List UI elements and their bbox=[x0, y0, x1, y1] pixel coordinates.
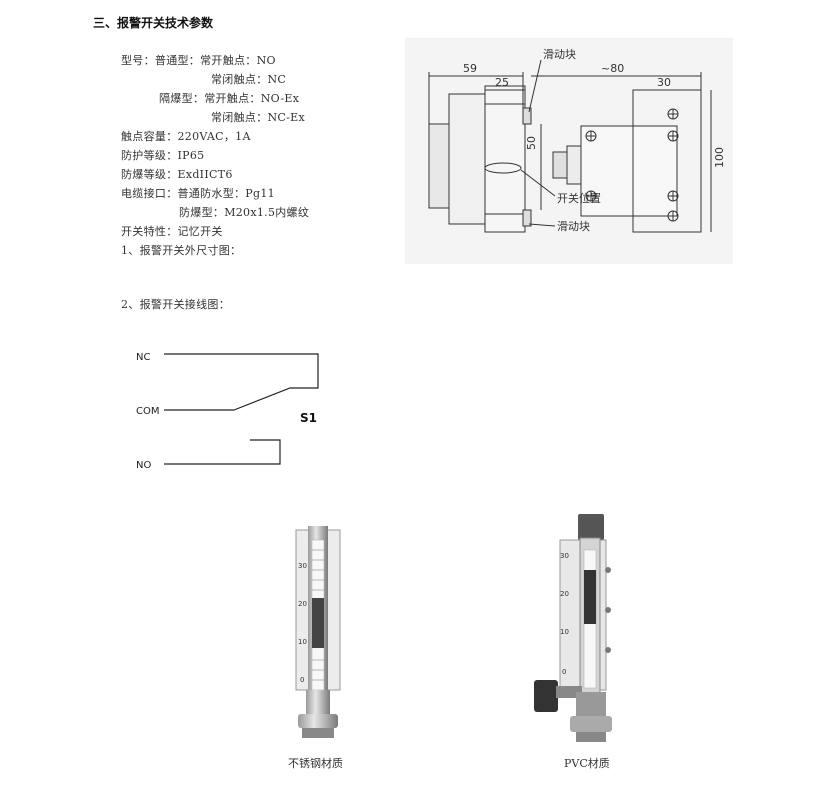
spec-capacity: 触点容量：220VAC，1A bbox=[121, 130, 251, 143]
spec-explosion-grade: 防爆等级：ExdIICT6 bbox=[121, 168, 233, 181]
left-scale-0: 0 bbox=[300, 676, 304, 684]
spec-explosion-no: 隔爆型：常开触点：NO-Ex bbox=[159, 92, 300, 105]
label-slider-top: 滑动块 bbox=[543, 48, 576, 61]
right-scale-20: 20 bbox=[560, 590, 569, 598]
left-scale-30: 30 bbox=[298, 562, 307, 570]
label-switch-position: 开关位置 bbox=[557, 191, 601, 205]
caption-stainless: 不锈钢材质 bbox=[288, 757, 343, 770]
right-scale-30: 30 bbox=[560, 552, 569, 560]
pvc-gauge-image: 30 20 10 0 bbox=[534, 514, 612, 742]
dim-80: ~80 bbox=[601, 62, 624, 75]
spec-cable-explosion: 防爆型：M20x1.5内螺纹 bbox=[179, 206, 310, 219]
right-scale-10: 10 bbox=[560, 628, 569, 636]
wire-nc: NC bbox=[136, 352, 150, 363]
spec-protection: 防护等级：IP65 bbox=[121, 149, 205, 162]
dim-59: 59 bbox=[463, 62, 477, 75]
dimension-drawing: 59 25 ~80 30 50 100 滑动块 开关位置 滑动块 bbox=[405, 38, 733, 264]
wiring-diagram: NC COM NO S1 bbox=[136, 352, 319, 471]
spec-switch-feature: 开关特性：记忆开关 bbox=[121, 225, 223, 238]
caption-pvc: PVC材质 bbox=[564, 757, 610, 770]
wire-com: COM bbox=[136, 406, 159, 417]
dimension-title: 1、报警开关外尺寸图： bbox=[121, 244, 242, 257]
spec-model-nc: 常闭触点：NC bbox=[211, 73, 287, 86]
spec-model-no: 型号：普通型：常开触点：NO bbox=[121, 54, 276, 67]
spec-explosion-nc: 常闭触点：NC-Ex bbox=[211, 111, 305, 124]
section-heading: 三、报警开关技术参数 bbox=[93, 16, 214, 30]
dim-100: 100 bbox=[713, 147, 726, 168]
stainless-gauge-image: 30 20 10 0 bbox=[295, 526, 341, 738]
wiring-title: 2、报警开关接线图： bbox=[121, 298, 230, 311]
wire-no: NO bbox=[136, 460, 151, 471]
left-scale-10: 10 bbox=[298, 638, 307, 646]
right-scale-0: 0 bbox=[562, 668, 566, 676]
label-slider-bottom: 滑动块 bbox=[557, 220, 590, 233]
switch-s1: S1 bbox=[300, 411, 317, 425]
dim-25: 25 bbox=[495, 76, 509, 89]
dim-50: 50 bbox=[525, 136, 538, 150]
spec-cable-normal: 电缆接口：普通防水型：Pg11 bbox=[121, 187, 275, 200]
dim-30: 30 bbox=[657, 76, 671, 89]
left-scale-20: 20 bbox=[298, 600, 307, 608]
